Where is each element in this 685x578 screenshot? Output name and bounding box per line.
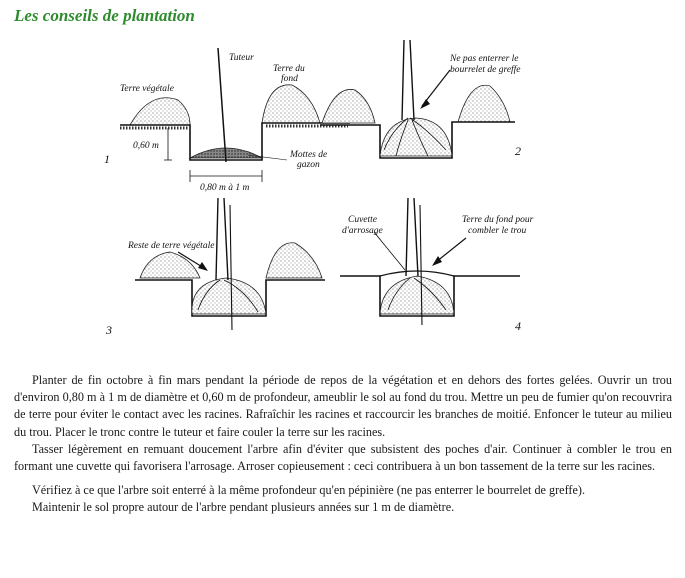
label-reste-terre: Reste de terre végétale [127,241,214,251]
page-title: Les conseils de plantation [14,6,195,25]
panel-number-3: 3 [105,323,112,337]
label-terre-vegetale: Terre végétale [120,84,174,94]
label-cuvette-line2: d'arrosage [342,226,383,236]
label-cuvette-line1: Cuvette [348,215,377,225]
panel-number-1: 1 [104,152,110,166]
label-diameter: 0,80 m à 1 m [200,183,249,193]
paragraph-2: Tasser légèrement en remuant doucement l… [14,441,672,474]
label-terre-fond-combler-line1: Terre du fond pour [462,214,534,225]
label-terre-fond-combler-line2: combler le trou [468,226,526,236]
panel-1-diagram [120,47,350,182]
label-terre-du-fond-line2: fond [281,73,298,84]
instructions-text: Planter de fin octobre à fin mars pendan… [14,372,672,517]
paragraph-1: Planter de fin octobre à fin mars pendan… [14,373,672,439]
label-mottes-line2: gazon [297,160,320,170]
label-ne-pas-enterrer-line2: bourrelet de greffe [450,64,521,75]
planting-illustration: 1 2 3 4 Tuteur Terre végétale Terre du f… [104,39,534,337]
panel-number-4: 4 [515,319,521,333]
paragraph-3: Vérifiez à ce que l'arbre soit enterré à… [32,483,585,498]
label-mottes-line1: Mottes de [289,150,327,160]
label-terre-du-fond-line1: Terre du [273,64,305,74]
label-depth: 0,60 m [133,141,159,151]
panel-2-diagram [320,39,515,159]
panel-4-diagram [340,197,520,326]
label-ne-pas-enterrer-line1: Ne pas enterrer le [449,54,519,64]
label-tuteur: Tuteur [229,53,254,63]
panel-number-2: 2 [515,144,521,158]
panel-3-diagram [135,197,325,331]
paragraph-4: Maintenir le sol propre autour de l'arbr… [32,500,455,515]
